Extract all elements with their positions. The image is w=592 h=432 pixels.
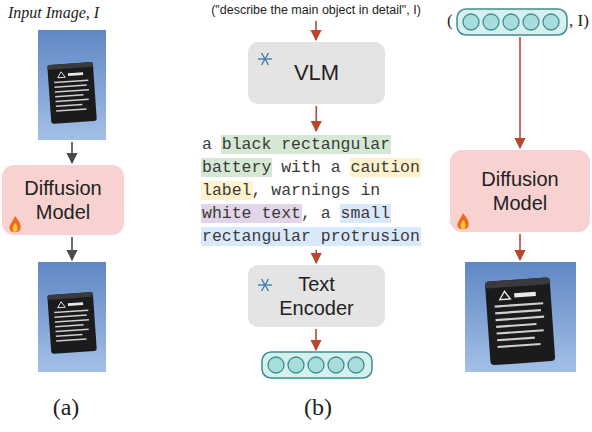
paren-text: (: [447, 11, 453, 31]
embedding-vector: [457, 9, 567, 35]
panel-label: (b): [304, 394, 332, 421]
prompt-text: ("describe the main object in detail", I…: [211, 3, 421, 17]
arrow: [519, 234, 521, 260]
connector-arrow: [316, 106, 317, 131]
battery: [47, 62, 97, 124]
node-text: a black rectangular battery with a cauti…: [202, 133, 430, 248]
model-box: Diffusion Model: [2, 165, 124, 235]
input-image: [38, 30, 106, 140]
arrow: [71, 237, 73, 260]
arrow: [315, 329, 317, 350]
frozen-box: VLM: [248, 42, 385, 104]
arrow: [315, 21, 317, 40]
connector-line: [315, 106, 317, 131]
arrow: [71, 142, 73, 163]
model-box: Diffusion Model: [450, 150, 590, 232]
node-text: VLM: [294, 60, 339, 86]
node-text: Diffusion Model: [16, 176, 110, 224]
node-text: Diffusion Model: [464, 167, 576, 215]
caption-text-box: a black rectangular battery with a cauti…: [202, 133, 430, 248]
battery: [485, 277, 555, 365]
output-image: [38, 262, 106, 372]
connector-arrow: [316, 250, 317, 263]
paren-text: , I): [569, 11, 589, 31]
arrow: [519, 37, 521, 148]
node-text: Text Encoder: [262, 272, 371, 320]
frozen-box: Text Encoder: [248, 265, 385, 327]
image-label: Input Image, I: [8, 4, 99, 22]
panel-label: (a): [53, 394, 80, 421]
output-image: [465, 262, 576, 372]
embedding-vector: [262, 352, 372, 378]
connector-line: [315, 250, 317, 263]
battery: [47, 292, 97, 354]
